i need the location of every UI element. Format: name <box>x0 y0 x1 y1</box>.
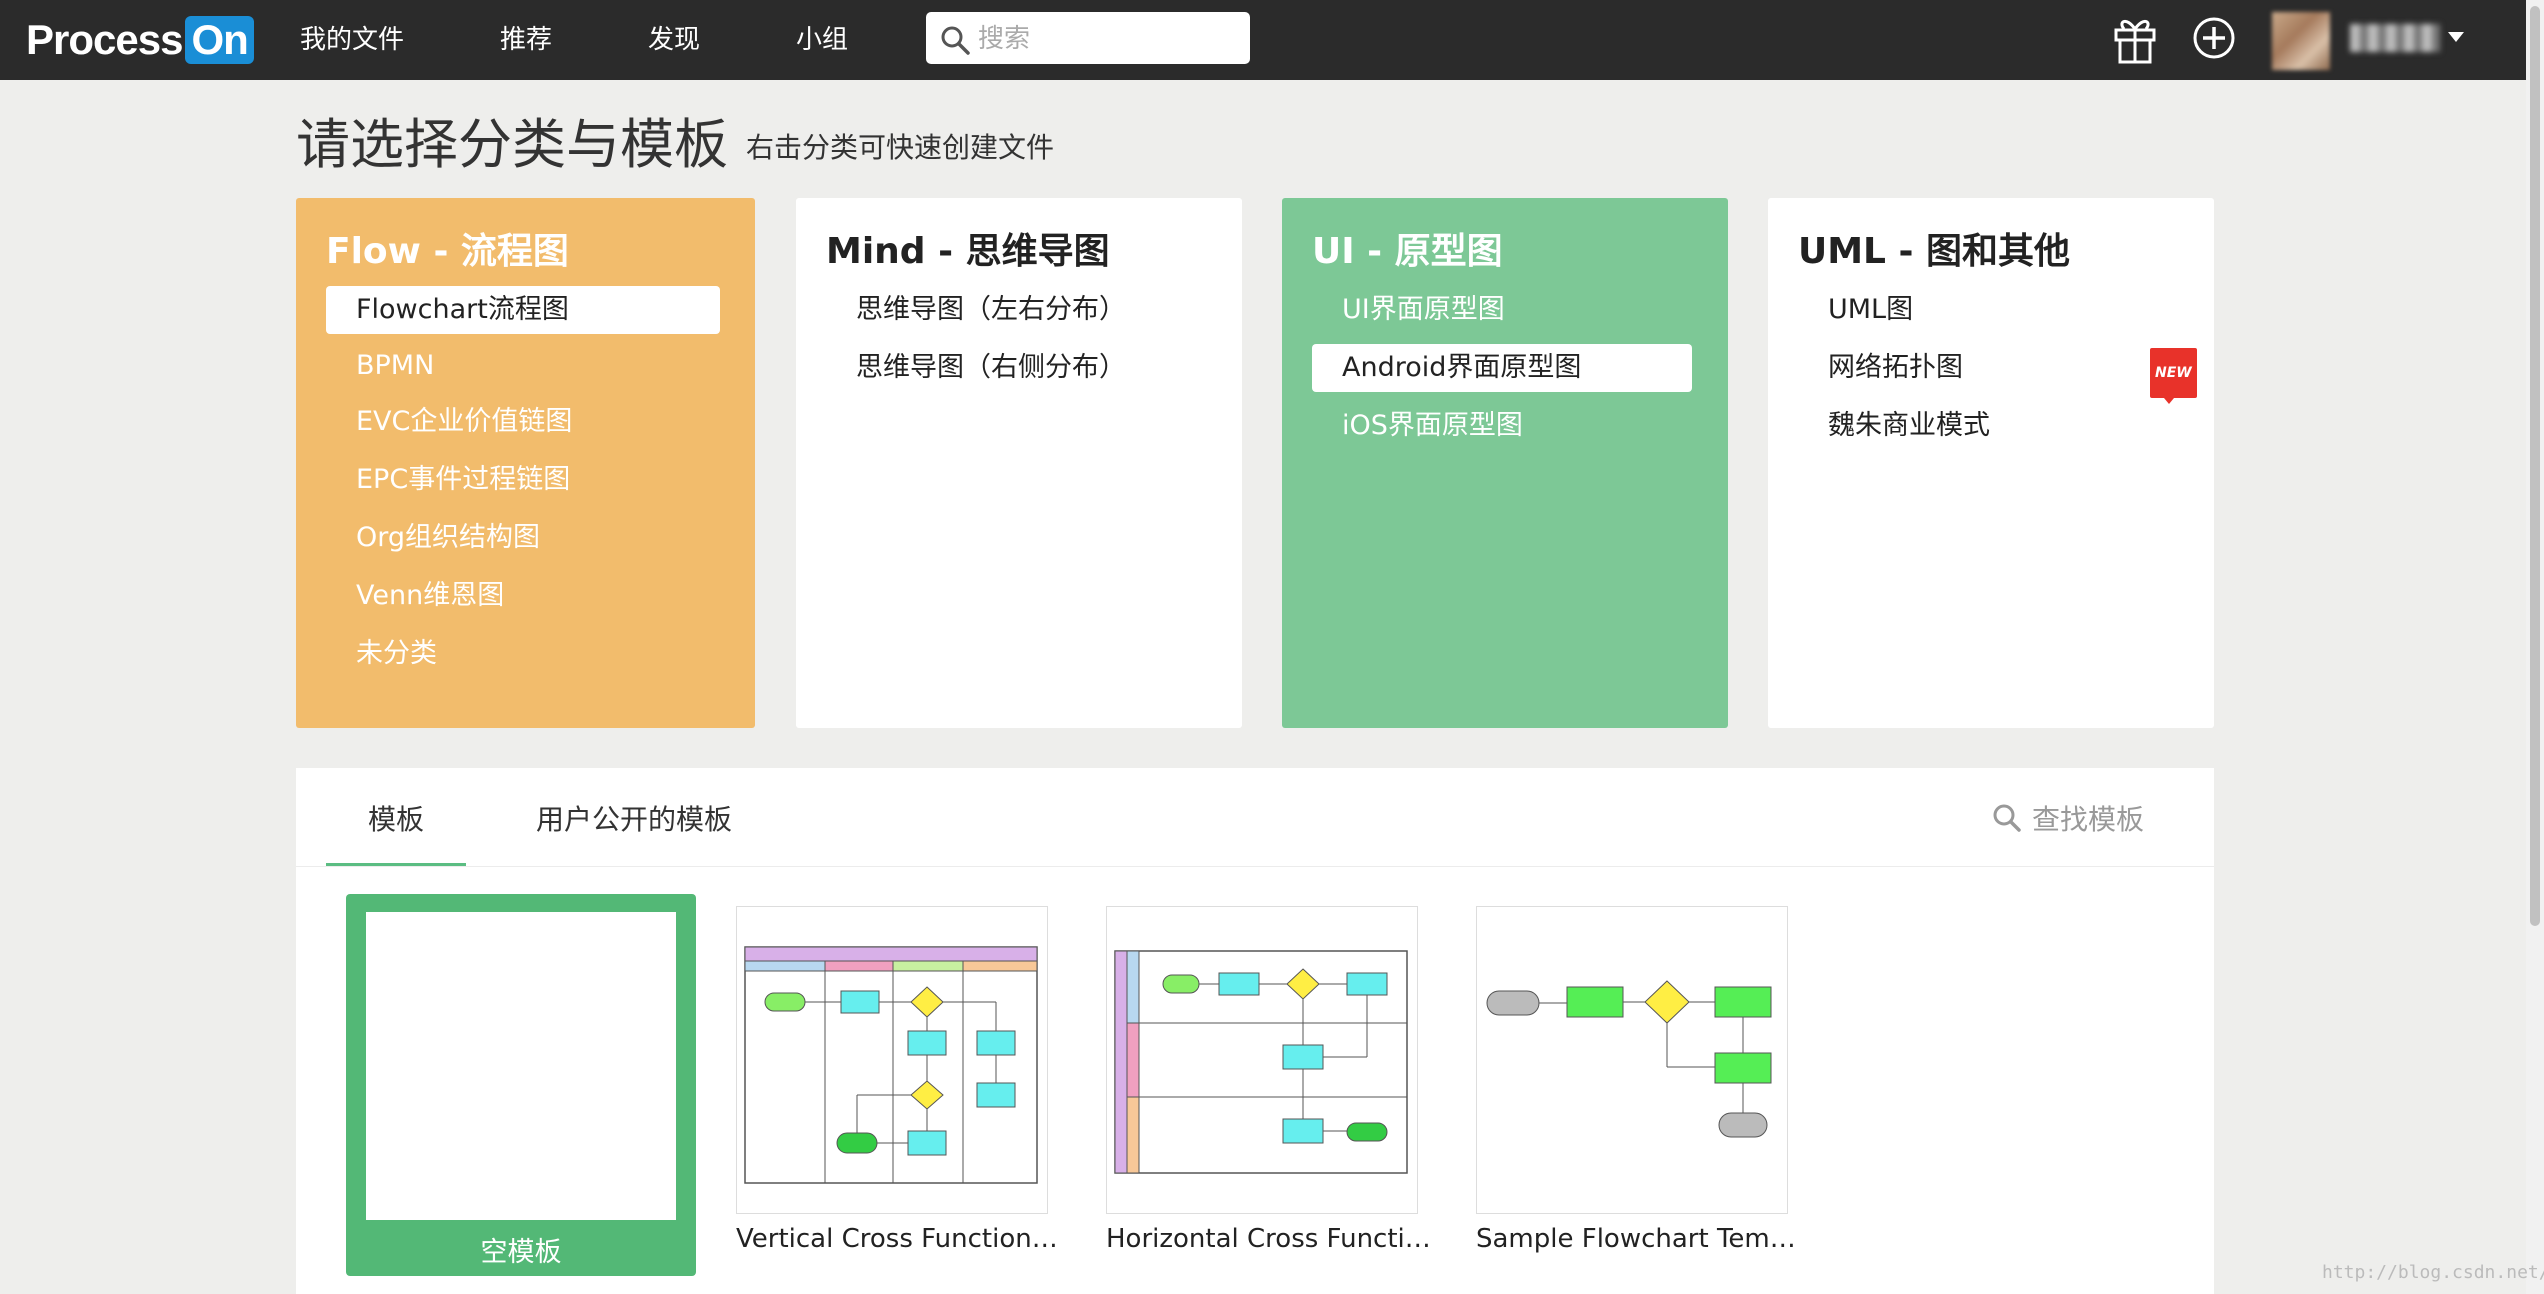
nav-recommend[interactable]: 推荐 <box>500 25 553 55</box>
category-item-label: 网络拓扑图 <box>1828 352 1963 383</box>
logo-text-process: Process <box>26 16 183 63</box>
avatar[interactable] <box>2272 12 2330 70</box>
tab-public-templates[interactable]: 用户公开的模板 <box>536 803 733 836</box>
page-scrollbar[interactable] <box>2526 0 2544 1294</box>
template-tabs: 模板 用户公开的模板 查找模板 <box>296 768 2214 867</box>
template-card-vertical-cross-functional[interactable]: Vertical Cross Functional T... <box>736 894 1066 1276</box>
category-card-ui: UI - 原型图 UI界面原型图 Android界面原型图 iOS界面原型图 <box>1282 198 1728 728</box>
category-item-venn[interactable]: Venn维恩图 <box>356 580 505 611</box>
category-item-uml[interactable]: UML图 <box>1828 294 1914 325</box>
template-thumbnail <box>1106 906 1418 1214</box>
search-box[interactable] <box>926 12 1250 64</box>
category-item-android-prototype[interactable]: Android界面原型图 <box>1312 344 1692 392</box>
category-item-mindmap-both[interactable]: 思维导图（左右分布） <box>856 294 1126 325</box>
category-item-evc[interactable]: EVC企业价值链图 <box>356 406 573 437</box>
template-card-sample-flowchart[interactable]: Sample Flowchart Template <box>1476 894 1806 1276</box>
nav-groups[interactable]: 小组 <box>796 25 849 55</box>
nav-discover[interactable]: 发现 <box>648 25 701 55</box>
category-item-bpmn[interactable]: BPMN <box>356 350 435 381</box>
find-template-button[interactable]: 查找模板 <box>1992 798 2144 838</box>
category-item-flowchart[interactable]: Flowchart流程图 <box>326 286 720 334</box>
category-item-uncategorized[interactable]: 未分类 <box>356 638 437 669</box>
templates-panel: 模板 用户公开的模板 查找模板 空模板 <box>296 768 2214 1294</box>
category-card-uml: UML - 图和其他 UML图 网络拓扑图 NEW 魏朱商业模式 <box>1768 198 2214 728</box>
username-blurred[interactable] <box>2350 24 2440 52</box>
category-title: UI - 原型图 <box>1312 231 1503 272</box>
category-title: Mind - 思维导图 <box>826 231 1110 272</box>
template-card-blank[interactable]: 空模板 <box>346 894 696 1276</box>
page-title: 请选择分类与模板 <box>296 113 728 176</box>
category-item-network-topology[interactable]: 网络拓扑图 NEW <box>1798 344 2197 404</box>
watermark: http://blog.csdn.net/ <box>2322 1262 2544 1283</box>
category-item-mindmap-right[interactable]: 思维导图（右侧分布） <box>856 352 1126 383</box>
top-navigation-bar: Process On 我的文件 推荐 发现 小组 <box>0 0 2544 80</box>
category-card-mind: Mind - 思维导图 思维导图（左右分布） 思维导图（右侧分布） <box>796 198 1242 728</box>
template-card-horizontal-cross-functional[interactable]: Horizontal Cross Function... <box>1106 894 1436 1276</box>
search-input[interactable] <box>976 18 1240 60</box>
category-item-business-model[interactable]: 魏朱商业模式 <box>1828 410 1990 441</box>
new-badge: NEW <box>2150 348 2197 404</box>
category-item-org[interactable]: Org组织结构图 <box>356 522 541 553</box>
tab-templates[interactable]: 模板 <box>368 803 425 836</box>
gift-icon[interactable] <box>2112 12 2158 68</box>
template-thumbnail <box>366 912 676 1220</box>
active-tab-indicator <box>326 863 466 866</box>
page-subtitle: 右击分类可快速创建文件 <box>746 131 1055 164</box>
chevron-down-icon[interactable] <box>2448 32 2464 42</box>
template-thumbnail <box>736 906 1048 1214</box>
search-icon <box>941 26 970 55</box>
logo-text-on: On <box>185 16 254 64</box>
category-item-ui-prototype[interactable]: UI界面原型图 <box>1342 294 1505 325</box>
template-label: Vertical Cross Functional T... <box>736 1224 1066 1254</box>
category-title: Flow - 流程图 <box>326 231 569 272</box>
category-item-ios-prototype[interactable]: iOS界面原型图 <box>1342 410 1523 441</box>
category-title: UML - 图和其他 <box>1798 231 2071 272</box>
template-label: 空模板 <box>480 1237 562 1268</box>
add-icon[interactable] <box>2192 16 2236 64</box>
template-label: Sample Flowchart Template <box>1476 1224 1806 1254</box>
scrollbar-thumb[interactable] <box>2530 6 2540 926</box>
template-thumbnail <box>1476 906 1788 1214</box>
search-icon <box>1993 804 2021 832</box>
category-card-flow: Flow - 流程图 Flowchart流程图 BPMN EVC企业价值链图 E… <box>296 198 755 728</box>
category-item-epc[interactable]: EPC事件过程链图 <box>356 464 571 495</box>
template-label: Horizontal Cross Function... <box>1106 1224 1436 1254</box>
nav-my-files[interactable]: 我的文件 <box>300 25 405 55</box>
processon-logo[interactable]: Process On <box>26 14 254 66</box>
find-template-label: 查找模板 <box>2032 803 2145 836</box>
